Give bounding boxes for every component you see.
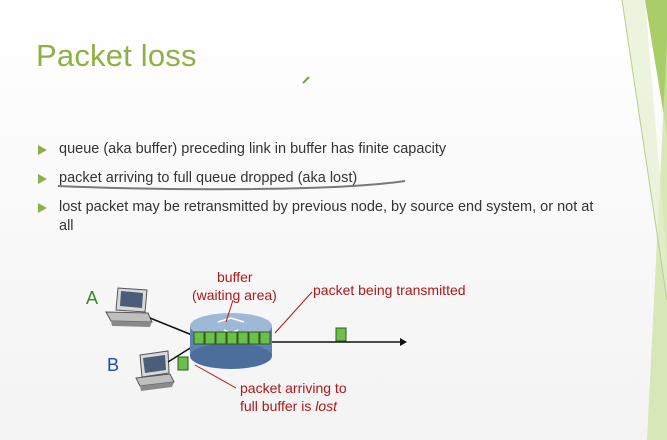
bullet-text: queue (aka buffer) preceding link in buf… <box>59 141 447 157</box>
arriving-label-text: full buffer is <box>240 398 312 414</box>
underline-annotation <box>57 180 406 191</box>
buffer-sub-label: (waiting area) <box>192 287 277 303</box>
bullet-item: lost packet may be retransmitted by prev… <box>38 198 608 236</box>
computer-b-icon <box>135 350 175 391</box>
link-a <box>149 317 198 338</box>
arriving-label-line2: full buffer is lost <box>240 397 337 415</box>
queued-packet <box>193 331 205 345</box>
queued-packet <box>204 331 216 345</box>
bullet-arrow-icon <box>38 174 47 184</box>
queued-packet <box>226 331 238 345</box>
queued-packet <box>237 331 249 345</box>
bullet-arrow-icon <box>38 145 47 155</box>
pen-mark <box>302 76 310 84</box>
queued-packet <box>215 331 227 345</box>
slide-decoration <box>621 0 667 440</box>
bullet-text: packet arriving to full queue dropped (a… <box>59 170 358 186</box>
slide-title: Packet loss <box>36 38 197 73</box>
lost-emphasis: lost <box>315 398 338 414</box>
bullet-list: queue (aka buffer) preceding link in buf… <box>38 140 608 246</box>
transmitted-packet <box>335 327 347 342</box>
host-b-label: B <box>107 355 120 375</box>
buffer-queue <box>193 331 271 345</box>
queued-packet <box>259 331 271 345</box>
buffer-callout-line <box>225 299 234 323</box>
bullet-item: packet arriving to full queue dropped (a… <box>38 169 608 188</box>
bullet-text: lost packet may be retransmitted by prev… <box>59 199 594 234</box>
bullet-arrow-icon <box>38 203 47 213</box>
buffer-label: buffer <box>217 269 253 285</box>
link-arrow-icon <box>400 338 407 346</box>
lost-callout-line <box>194 364 237 389</box>
bullet-item: queue (aka buffer) preceding link in buf… <box>38 140 608 159</box>
transmitted-label: packet being transmitted <box>313 282 466 298</box>
host-a-label: A <box>86 288 99 308</box>
arriving-label-line1: packet arriving to <box>240 380 347 396</box>
lost-packet <box>177 356 189 371</box>
queued-packet <box>248 331 260 345</box>
transmitted-callout-line <box>274 291 313 334</box>
computer-a-icon <box>105 287 153 327</box>
